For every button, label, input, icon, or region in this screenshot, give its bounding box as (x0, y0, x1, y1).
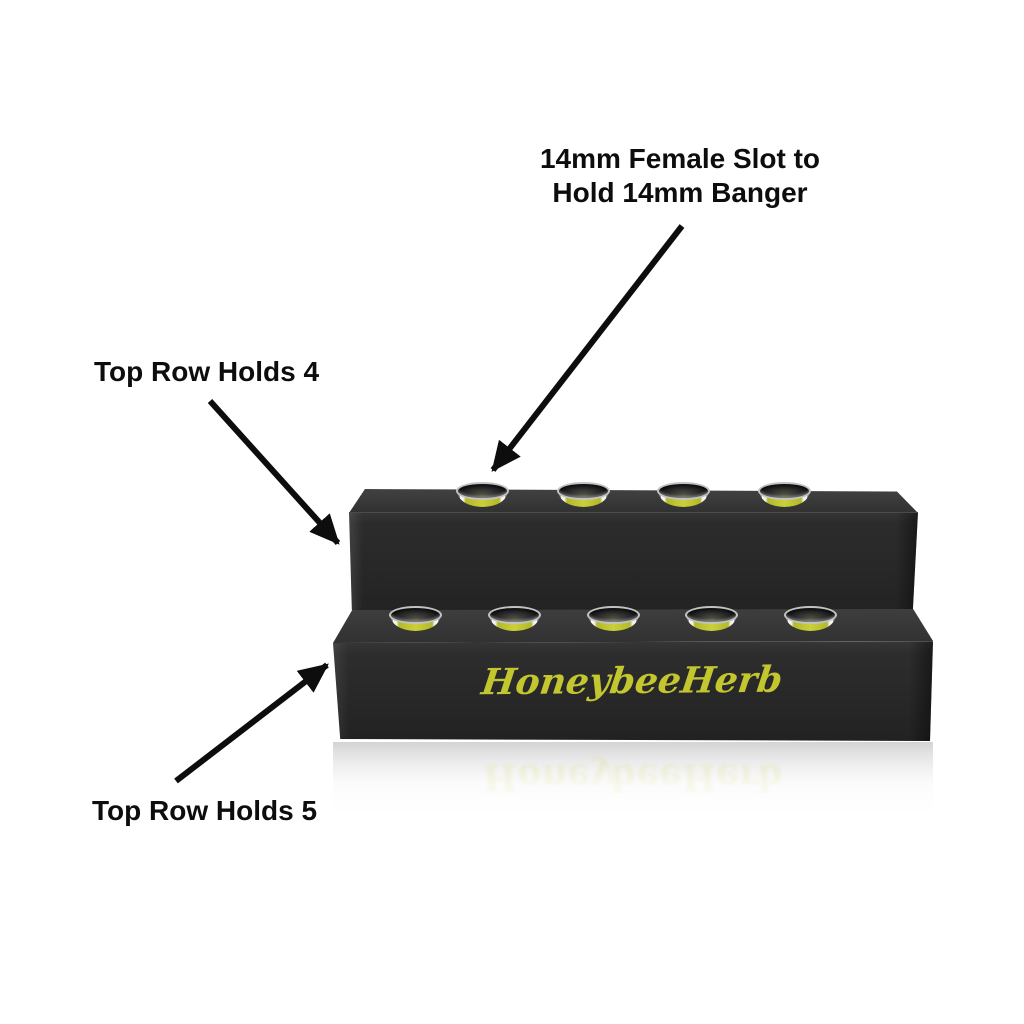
banger-slot (389, 606, 442, 631)
slot-opening (657, 482, 711, 500)
banger-slot (657, 482, 711, 507)
callout-banger-slot: 14mm Female Slot to Hold 14mm Banger (470, 142, 890, 210)
banger-slot (757, 482, 811, 507)
slot-opening (487, 606, 541, 624)
ground-reflection: HoneybeeHerb (333, 742, 933, 837)
banger-slot (784, 606, 837, 631)
slot-opening (757, 482, 811, 500)
top-slot-row (456, 482, 811, 507)
slot-opening (456, 482, 509, 500)
slot-opening (389, 606, 442, 624)
banger-slot (556, 482, 610, 507)
top-tier-front-face (349, 512, 918, 610)
slot-opening (556, 482, 610, 500)
banger-slot (685, 606, 739, 631)
callout-top-row: Top Row Holds 4 (94, 356, 320, 387)
callout-banger-line2: Hold 14mm Banger (552, 177, 808, 208)
banger-slot (487, 606, 541, 631)
slot-opening (586, 606, 640, 624)
callout-banger-line1: 14mm Female Slot to (539, 143, 821, 174)
slot-opening (685, 606, 739, 624)
callout-bottom-row: Top Row Holds 5 (92, 795, 318, 826)
top-tier-top-surface (349, 489, 918, 513)
banger-slot (586, 606, 640, 631)
brand-logo: HoneybeeHerb (479, 658, 786, 704)
banger-slot (456, 482, 509, 507)
bottom-slot-row (389, 606, 837, 631)
slot-opening (784, 606, 837, 624)
bottom-tier-front-face (333, 641, 933, 741)
